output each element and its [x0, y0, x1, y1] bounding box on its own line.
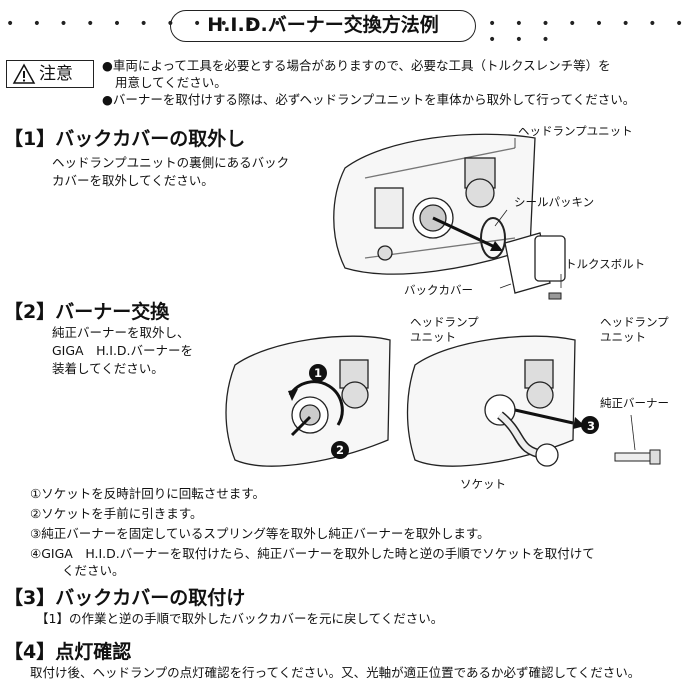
section4-heading: 【4】点灯確認 [4, 641, 132, 663]
headlamp-back-illustration [333, 133, 566, 300]
step1-badge: 1 [314, 366, 323, 380]
label-stock-burner: 純正バーナー [600, 396, 669, 410]
label-seal-packing: シールパッキン [514, 195, 595, 209]
label-headlamp-unit-left-2: ユニット [410, 330, 456, 344]
caution-note-1: ●車両によって工具を必要とする場合がありますので、必要な工具（トルクスレンチ等）… [102, 58, 611, 73]
label-torx-bolt: トルクスボルト [565, 257, 646, 271]
section3-body: 【1】の作業と逆の手順で取外したバックカバーを元に戻してください。 [36, 611, 444, 626]
section2-heading: 【2】バーナー交換 [4, 301, 170, 323]
label-headlamp-unit-right-2: ユニット [600, 330, 646, 344]
label-headlamp-unit: ヘッドランプユニット [518, 124, 633, 138]
section4-body: 取付け後、ヘッドランプの点灯確認を行ってください。又、光軸が適正位置であるか必ず… [30, 665, 641, 680]
section2-body-line1: 純正バーナーを取外し、 [52, 325, 190, 340]
label-headlamp-unit-right-1: ヘッドランプ [600, 315, 669, 329]
burner-removal-illustration [406, 335, 661, 467]
section2-body-line3: 装着してください。 [52, 361, 164, 376]
socket-removal-illustration [225, 335, 391, 467]
step-line-5: ください。 [62, 563, 125, 578]
label-headlamp-unit-left-1: ヘッドランプ [410, 315, 479, 329]
step2-badge: 2 [336, 443, 345, 457]
caution-label: 注意 [39, 64, 73, 84]
step-line-1: ①ソケットを反時計回りに回転させます。 [30, 486, 265, 501]
step-line-4: ④GIGA H.I.D.バーナーを取付けたら、純正バーナーを取外した時と逆の手順… [30, 546, 595, 561]
section1-body-line2: カバーを取外してください。 [52, 173, 214, 188]
step3-badge: 3 [587, 419, 596, 433]
section3-heading: 【3】バックカバーの取付け [4, 587, 246, 609]
label-back-cover: バックカバー [404, 283, 473, 297]
section1-heading: 【1】バックカバーの取外し [4, 128, 246, 150]
caution-note-3: ●バーナーを取付けする際は、必ずヘッドランプユニットを車体から取外して行ってくだ… [102, 92, 636, 107]
warning-icon [12, 63, 36, 84]
step-line-2: ②ソケットを手前に引きます。 [30, 506, 203, 521]
step-line-3: ③純正バーナーを固定しているスプリング等を取外し純正バーナーを取外します。 [30, 526, 490, 541]
label-socket: ソケット [460, 477, 506, 491]
caution-badge: 注意 [6, 60, 94, 88]
section1-body-line1: ヘッドランプユニットの裏側にあるバック [52, 155, 290, 170]
header-dots-left: • • • • • • • • • • • [6, 16, 289, 32]
caution-note-2: 用意してください。 [115, 75, 227, 90]
section2-body-line2: GIGA H.I.D.バーナーを [52, 343, 194, 358]
header-dots-right: • • • • • • • • • • • [488, 16, 691, 48]
page-title: H.I.D.バーナー交換方法例 [170, 10, 476, 42]
